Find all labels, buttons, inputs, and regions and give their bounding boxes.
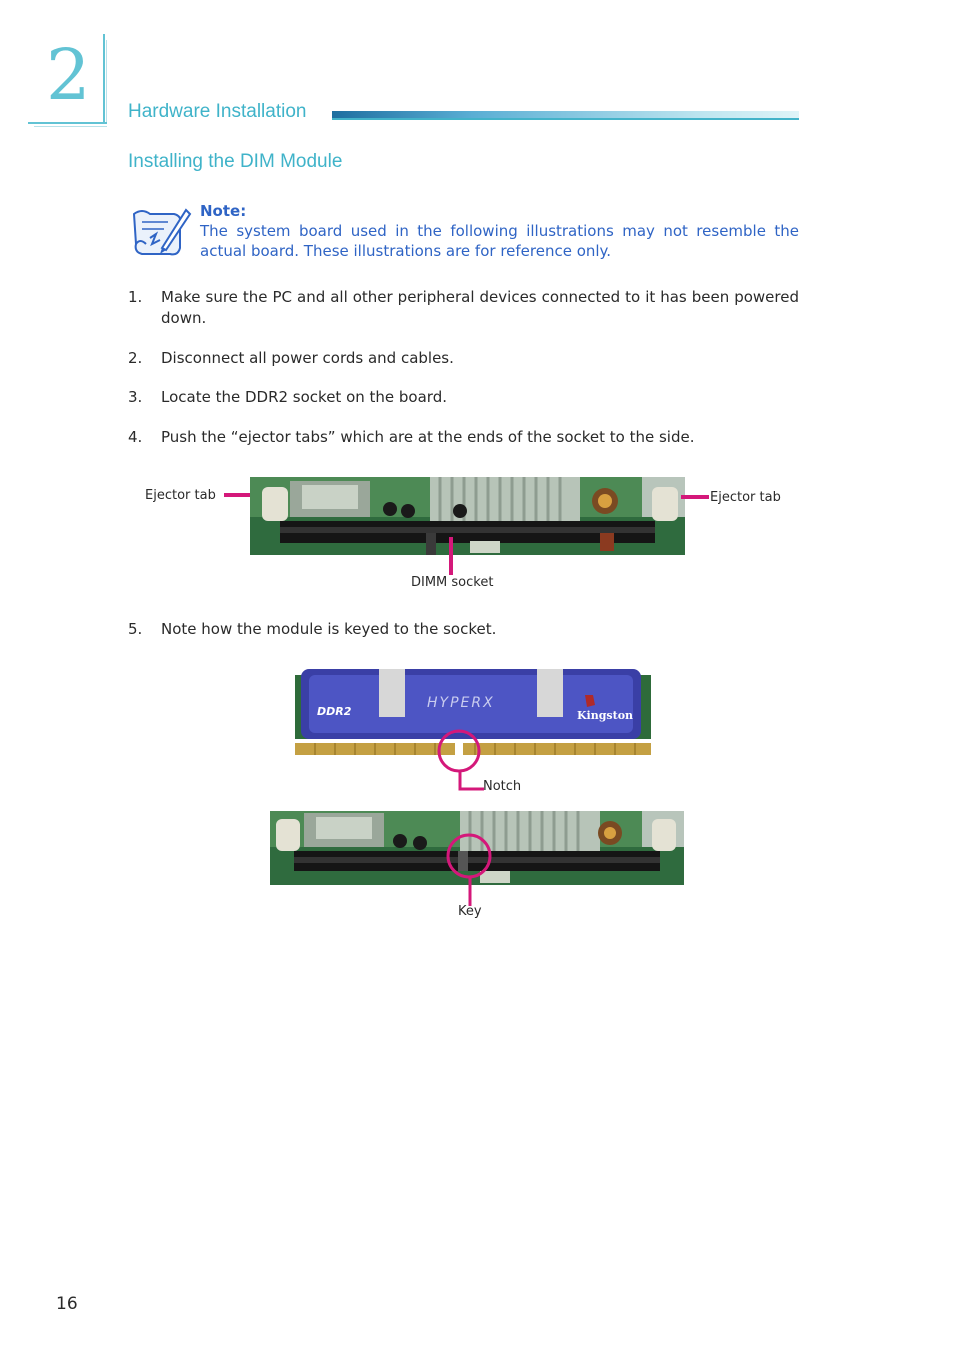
step-4: 4. Push the “ejector tabs” which are at …	[128, 427, 799, 448]
section-title-bar	[332, 111, 799, 120]
notch-highlight-circle	[437, 729, 484, 791]
note-pen-icon	[132, 208, 192, 256]
page-number: 16	[56, 1294, 78, 1314]
ejector-tab-right-label: Ejector tab	[710, 490, 781, 505]
step-text: Make sure the PC and all other periphera…	[161, 288, 799, 327]
step-text: Note how the module is keyed to the sock…	[161, 620, 497, 638]
note-label: Note:	[200, 202, 247, 220]
step-text: Push the “ejector tabs” which are at the…	[161, 428, 695, 446]
chapter-tab-underline-shadow	[34, 126, 107, 127]
step-2: 2. Disconnect all power cords and cables…	[128, 348, 799, 369]
step-number: 3.	[128, 388, 143, 406]
module-brand-logo: HYPERX	[427, 695, 495, 711]
notch-label: Notch	[483, 779, 522, 794]
chapter-tab-line	[103, 34, 105, 124]
step-number: 1.	[128, 288, 143, 306]
step-text: Disconnect all power cords and cables.	[161, 349, 454, 367]
step-number: 5.	[128, 620, 143, 638]
socket-key-photo	[270, 811, 684, 885]
step-5: 5. Note how the module is keyed to the s…	[128, 619, 799, 640]
memory-module-photo: DDR2 HYPERX Kingston	[295, 665, 651, 755]
step-text: Locate the DDR2 socket on the board.	[161, 388, 447, 406]
section-title: Hardware Installation	[128, 101, 307, 122]
module-type-label: DDR2	[317, 705, 352, 718]
ejector-tab-left-pointer	[224, 493, 254, 497]
step-number: 2.	[128, 349, 143, 367]
section-title-bar-base	[332, 118, 799, 120]
dimm-socket-label: DIMM socket	[411, 575, 494, 590]
page-subtitle: Installing the DIM Module	[128, 151, 343, 172]
chapter-tab-underline	[28, 122, 107, 124]
memory-module-graphic	[295, 669, 651, 755]
note-text: The system board used in the following i…	[200, 222, 799, 260]
chapter-number: 2	[46, 34, 91, 116]
step-1: 1. Make sure the PC and all other periph…	[128, 287, 799, 329]
step-3: 3. Locate the DDR2 socket on the board.	[128, 387, 799, 408]
step-number: 4.	[128, 428, 143, 446]
dimm-socket-pointer	[449, 537, 453, 575]
dimm-socket-photo	[250, 477, 685, 555]
module-vendor-logo: Kingston	[577, 709, 634, 722]
key-label: Key	[458, 904, 482, 919]
chapter-tab-line-shadow	[106, 40, 107, 124]
ejector-tab-right-pointer	[681, 495, 709, 499]
ejector-tab-left-label: Ejector tab	[145, 488, 216, 503]
key-highlight-circle	[446, 833, 492, 906]
